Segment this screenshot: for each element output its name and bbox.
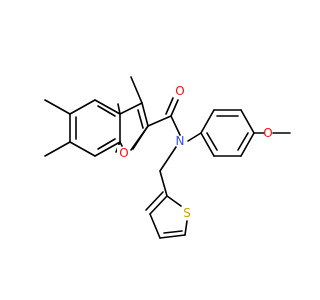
double-bond-inner bbox=[206, 132, 218, 151]
bond bbox=[119, 141, 123, 147]
bond bbox=[117, 103, 121, 115]
structure-canvas: O O N O bbox=[44, 76, 291, 239]
bond bbox=[44, 99, 71, 115]
bond bbox=[240, 132, 255, 157]
bond bbox=[149, 195, 168, 215]
furan-oxygen-label: O bbox=[119, 146, 128, 160]
double-bond-inner bbox=[137, 109, 144, 129]
bond bbox=[170, 115, 181, 136]
bond bbox=[187, 132, 202, 142]
bond bbox=[170, 99, 179, 117]
double-bond-inner bbox=[165, 97, 174, 115]
furan-oxygen: O bbox=[117, 125, 149, 160]
carbonyl-oxygen-label: O bbox=[175, 84, 184, 98]
bond bbox=[159, 146, 177, 172]
methyl-groups bbox=[44, 76, 143, 157]
bond bbox=[94, 141, 121, 157]
bond bbox=[200, 109, 215, 134]
bond bbox=[69, 141, 96, 157]
bond bbox=[147, 115, 172, 127]
thiophene-sulfur-label: S bbox=[183, 206, 191, 220]
bond bbox=[159, 234, 186, 239]
thiophene-ring: S bbox=[145, 191, 191, 239]
bond bbox=[200, 132, 215, 157]
bond bbox=[94, 99, 121, 115]
bond bbox=[184, 220, 188, 236]
double-bond-inner bbox=[97, 138, 116, 150]
bond bbox=[44, 141, 71, 157]
double-bond-inner bbox=[145, 191, 164, 211]
bond bbox=[141, 102, 149, 127]
bond bbox=[69, 99, 96, 115]
molecule-structure: O O N O bbox=[44, 76, 291, 239]
amide-nitrogen-label: N bbox=[176, 134, 185, 148]
bond bbox=[159, 170, 168, 197]
double-bond-inner bbox=[237, 132, 249, 151]
double-bond-inner bbox=[163, 230, 183, 234]
bond bbox=[119, 102, 143, 115]
methoxyphenyl-ring: O bbox=[187, 109, 291, 157]
bond bbox=[149, 213, 161, 239]
thienylmethyl-group bbox=[159, 146, 177, 197]
amide-group: O N bbox=[147, 84, 185, 148]
bond bbox=[240, 109, 255, 134]
bond bbox=[166, 195, 182, 207]
methoxy-oxygen-label: O bbox=[263, 126, 272, 140]
benzene-ring bbox=[69, 99, 121, 157]
double-bond-inner bbox=[97, 105, 116, 117]
bond bbox=[130, 125, 149, 151]
bond bbox=[130, 76, 143, 104]
